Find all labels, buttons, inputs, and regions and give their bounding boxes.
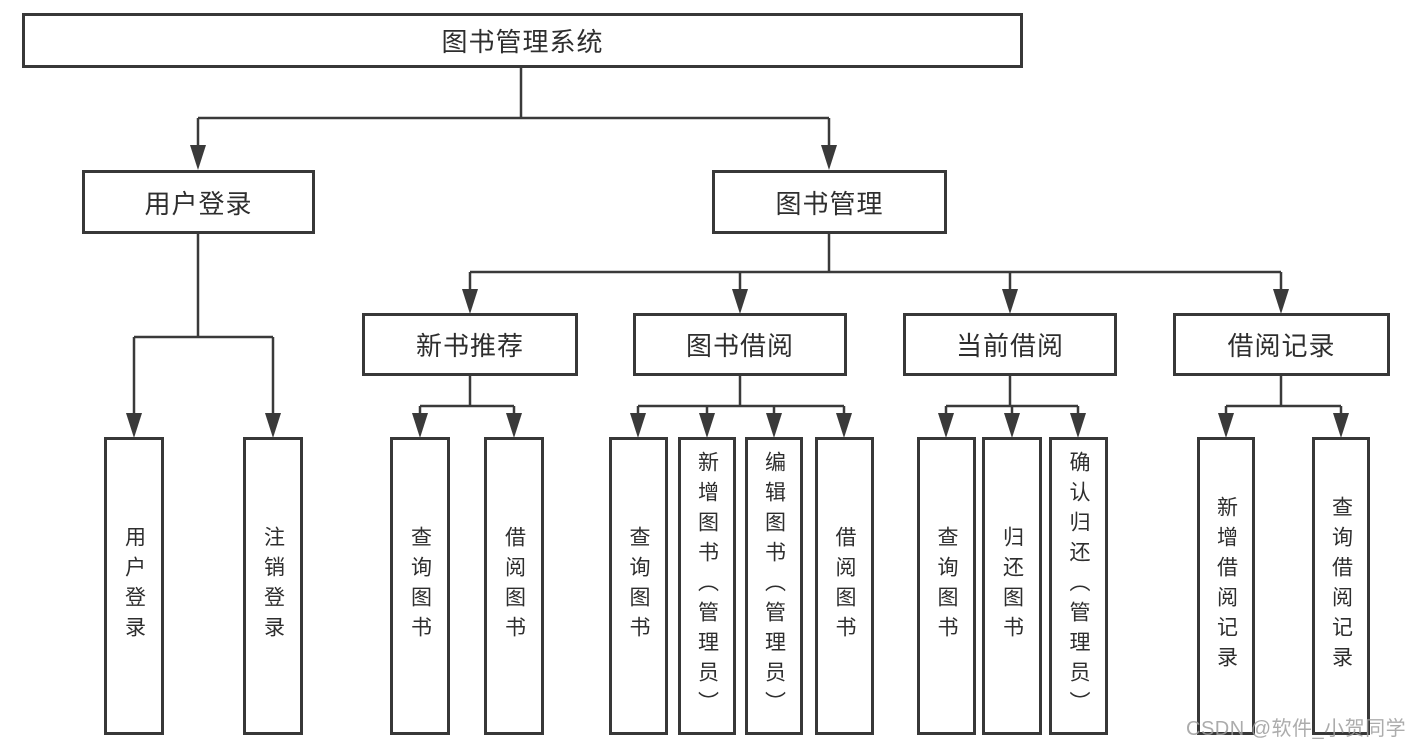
arrowhead [821,145,837,170]
node-label: 查询图书 [408,526,432,646]
node-confirm-return-admin: 确认归还（管理员） [1049,437,1108,735]
node-query-books-recommend: 查询图书 [390,437,450,735]
arrowhead [699,413,715,438]
node-book-management: 图书管理 [712,170,947,234]
arrowhead [766,413,782,438]
node-label: 归还图书 [1000,526,1024,646]
arrowhead [732,289,748,314]
node-label: 图书管理系统 [441,27,604,57]
arrowhead [412,413,428,438]
node-label: 用户登录 [144,188,253,219]
node-label: 新增借阅记录 [1214,496,1238,676]
node-label: 图书管理 [775,188,884,219]
connector-book-management [468,234,1283,292]
arrowhead [126,413,142,438]
node-label: 用户登录 [122,526,146,646]
node-label: 图书借阅 [685,331,794,361]
connector-current-borrowing [944,376,1080,416]
arrowhead [265,413,281,438]
connector-new-book-recommend [418,376,516,416]
arrowhead [1333,413,1349,438]
node-return-books: 归还图书 [982,437,1042,735]
node-borrow-books-leaf: 借阅图书 [815,437,874,735]
node-label: 新书推荐 [415,331,524,361]
node-user-login-leaf: 用户登录 [104,437,164,735]
node-logout: 注销登录 [243,437,303,735]
connector-user-login [132,234,275,416]
node-label: 借阅图书 [502,526,526,646]
node-add-borrow-record: 新增借阅记录 [1197,437,1255,735]
connector-book-borrowing [636,376,846,416]
node-label: 新增图书（管理员） [695,451,719,721]
arrowhead [506,413,522,438]
node-label: 确认归还（管理员） [1067,451,1090,721]
node-borrowing-records: 借阅记录 [1173,313,1390,376]
node-current-borrowing: 当前借阅 [903,313,1117,376]
node-add-book-admin: 新增图书（管理员） [678,437,736,735]
node-borrow-books-recommend: 借阅图书 [484,437,544,735]
node-label: 查询图书 [627,526,650,646]
arrowhead [836,413,852,438]
node-query-borrow-record: 查询借阅记录 [1312,437,1370,735]
node-label: 查询图书 [935,526,958,646]
node-edit-book-admin: 编辑图书（管理员） [745,437,803,735]
node-label: 借阅记录 [1227,331,1336,361]
node-label: 查询借阅记录 [1329,496,1353,676]
node-query-books-current: 查询图书 [917,437,976,735]
arrowhead [190,145,206,170]
arrowhead [938,413,954,438]
node-label: 借阅图书 [833,526,856,646]
arrowhead [1218,413,1234,438]
node-query-books-borrowing: 查询图书 [609,437,668,735]
arrowhead [1002,289,1018,314]
node-user-login: 用户登录 [82,170,315,234]
arrowhead [1070,413,1086,438]
connector-root [196,68,831,148]
arrowhead [1004,413,1020,438]
connector-borrowing-records [1224,376,1343,416]
node-label: 注销登录 [261,526,285,646]
arrowhead [630,413,646,438]
node-label: 编辑图书（管理员） [762,451,786,721]
arrowhead [462,289,478,314]
node-book-borrowing: 图书借阅 [633,313,847,376]
node-new-book-recommend: 新书推荐 [362,313,578,376]
arrowhead [1273,289,1289,314]
node-label: 当前借阅 [955,331,1064,361]
node-library-system: 图书管理系统 [22,13,1023,68]
watermark: CSDN @软件_小贺同学 [1186,718,1405,740]
